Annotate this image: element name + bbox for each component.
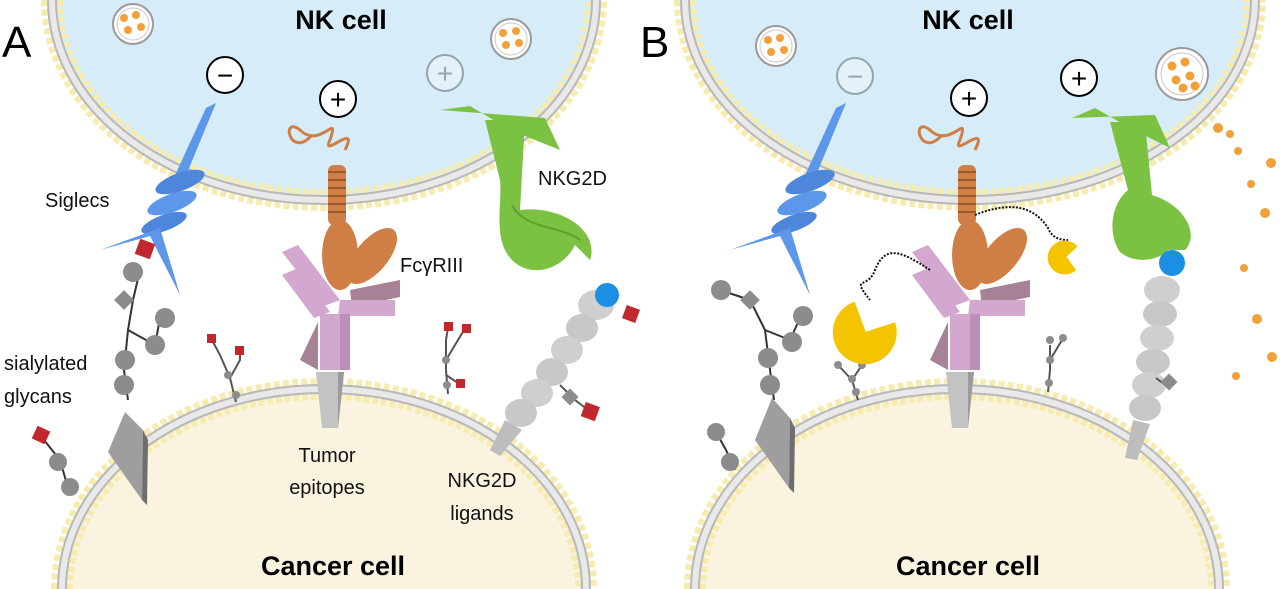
panel-letter: A xyxy=(2,18,32,67)
inhibitory-signal-faded: − xyxy=(836,57,874,95)
nkg2d-receptor xyxy=(1072,108,1191,260)
nkg2d-ligand xyxy=(490,283,640,456)
panel-b-diagram: B NK cell Cancer cell − + + xyxy=(640,0,1277,589)
small-glycan xyxy=(834,361,866,401)
svg-text:+: + xyxy=(1071,63,1087,94)
fcgriii-receptor xyxy=(917,125,1028,290)
panel-letter: B xyxy=(640,18,669,67)
desialylated-glycan-small xyxy=(707,423,739,471)
sialylated-glycans-label-line2: glycans xyxy=(4,386,72,408)
cancer-cell-title: Cancer cell xyxy=(896,551,1040,581)
tumor-epitope xyxy=(946,372,974,428)
small-glycan xyxy=(207,334,244,403)
granule-vesicle xyxy=(755,25,797,67)
nkg2d-receptor xyxy=(440,106,592,271)
nkg2d-label: NKG2D xyxy=(538,168,607,190)
sialidase-enzyme-icon xyxy=(832,301,897,365)
nkg2d-ligand xyxy=(1125,250,1185,460)
granule-vesicle xyxy=(112,3,154,45)
sialidase-enzyme-icon xyxy=(1047,240,1078,275)
siglec-receptor xyxy=(100,103,216,295)
desialylated-glycan xyxy=(711,280,813,401)
released-granules xyxy=(1213,123,1277,380)
activating-signal: + xyxy=(950,79,988,117)
inhibitory-signal: − xyxy=(206,56,244,94)
antibody xyxy=(282,245,400,370)
activating-signal: + xyxy=(319,80,357,118)
fcgriii-receptor xyxy=(287,125,398,290)
tumor-epitope xyxy=(316,372,344,428)
sialylated-glycan xyxy=(114,238,175,401)
siglec-receptor xyxy=(730,103,846,295)
panel-a: A NK cell Cancer cell − + + xyxy=(2,0,640,589)
panel-a-diagram: A NK cell Cancer cell − + + xyxy=(2,0,640,589)
granule-vesicle xyxy=(490,18,532,60)
cancer-cell-title: Cancer cell xyxy=(261,551,405,581)
svg-text:−: − xyxy=(217,60,233,91)
nkg2d-ligands-label-line1: NKG2D xyxy=(448,470,517,492)
svg-text:+: + xyxy=(330,84,346,115)
antibody xyxy=(912,245,1030,370)
svg-text:+: + xyxy=(961,83,977,114)
activating-signal: + xyxy=(1060,59,1098,97)
small-glycan xyxy=(442,322,471,395)
nk-cell-title: NK cell xyxy=(295,5,387,35)
nkg2d-ligands-label-line2: ligands xyxy=(450,503,513,525)
sialylated-glycans-label-line1: sialylated xyxy=(4,353,87,375)
small-glycan xyxy=(1045,334,1067,393)
sialidase-linker xyxy=(859,206,1069,301)
sialylated-glycan-small xyxy=(31,425,79,496)
tumor-epitopes-label-line1: Tumor xyxy=(298,445,355,467)
membrane-protein xyxy=(108,412,148,505)
degranulating-vesicle xyxy=(1155,47,1209,101)
fcgriii-label: FcγRIII xyxy=(400,255,463,277)
svg-text:−: − xyxy=(847,61,863,92)
nk-cell-title: NK cell xyxy=(922,5,1014,35)
membrane-protein xyxy=(755,398,795,493)
panel-b: B NK cell Cancer cell − + + xyxy=(640,0,1280,589)
activating-signal-faded: + xyxy=(426,54,464,92)
svg-text:+: + xyxy=(437,58,453,89)
siglecs-label: Siglecs xyxy=(45,190,109,212)
tumor-epitopes-label-line2: epitopes xyxy=(289,477,365,499)
